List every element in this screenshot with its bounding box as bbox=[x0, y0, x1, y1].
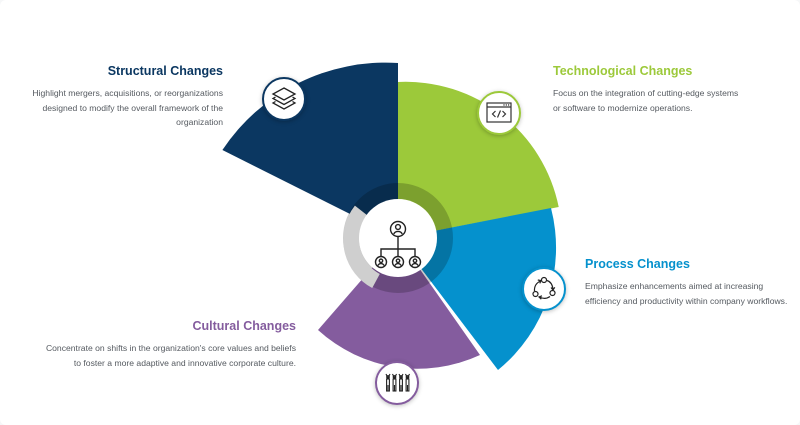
structural-text-block: Structural Changes Highlight mergers, ac… bbox=[20, 64, 223, 130]
process-title: Process Changes bbox=[585, 257, 690, 271]
structural-title: Structural Changes bbox=[107, 64, 223, 78]
technological-description: Focus on the integration of cutting-edge… bbox=[553, 88, 739, 113]
segment-technological bbox=[398, 81, 559, 239]
process-icon-badge bbox=[522, 267, 566, 311]
layers-icon bbox=[271, 87, 297, 110]
segment-cultural bbox=[318, 238, 480, 369]
cultural-icon-badge bbox=[375, 361, 419, 405]
cycle-arrows-icon bbox=[532, 276, 556, 300]
cultural-title: Cultural Changes bbox=[192, 319, 297, 333]
process-description: Emphasize enhancements aimed at increasi… bbox=[585, 281, 788, 306]
org-hierarchy-icon bbox=[374, 220, 422, 269]
process-text-block: Process Changes Emphasize enhancements a… bbox=[585, 257, 800, 308]
technological-title: Technological Changes bbox=[553, 64, 693, 78]
structural-description: Highlight mergers, acquisitions, or reor… bbox=[32, 88, 223, 127]
people-celebrating-icon bbox=[385, 373, 410, 392]
segment-process bbox=[398, 208, 557, 370]
technological-icon-badge bbox=[477, 91, 521, 135]
technological-text-block: Technological Changes Focus on the integ… bbox=[553, 64, 773, 115]
inner-ring-gray bbox=[343, 205, 381, 289]
code-window-icon bbox=[486, 102, 512, 123]
cultural-description: Concentrate on shifts in the organizatio… bbox=[45, 343, 296, 368]
cultural-text-block: Cultural Changes Concentrate on shifts i… bbox=[30, 319, 296, 370]
structural-icon-badge bbox=[262, 77, 306, 121]
